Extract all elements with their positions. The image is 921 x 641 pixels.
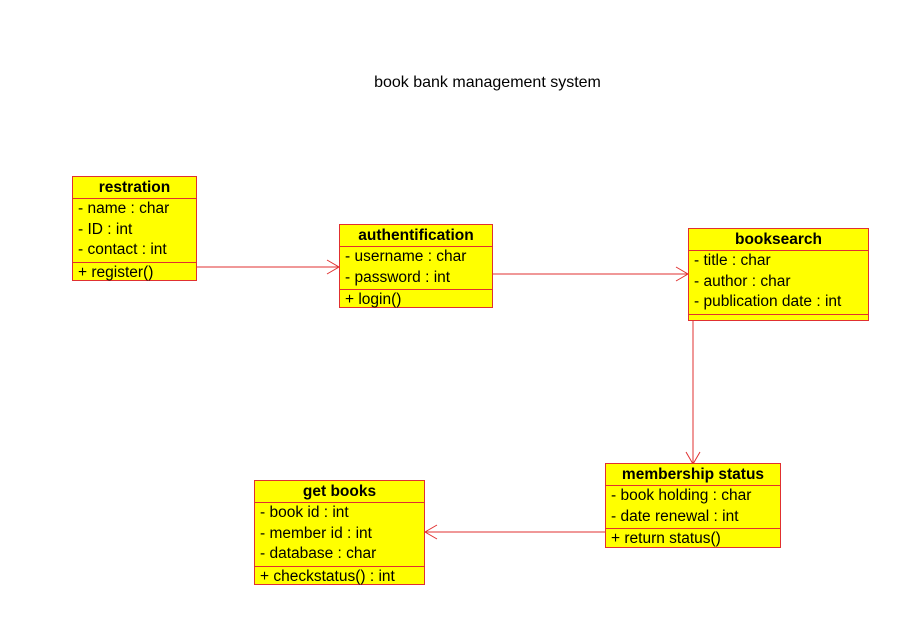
attribute: - database : char	[260, 545, 377, 562]
attribute: - member id : int	[260, 524, 372, 542]
attribute: - publication date : int	[694, 293, 842, 310]
attribute: - contact : int	[78, 241, 167, 258]
operation-list: + return status()	[606, 529, 780, 550]
operation-list: + login()	[340, 290, 492, 311]
operation-list: + checkstatus() : int	[255, 567, 424, 588]
operation-list: + register()	[73, 263, 196, 284]
attribute: - username : char	[345, 248, 467, 265]
attribute-list: - book holding : char - date renewal : i…	[606, 486, 780, 529]
class-name: membership status	[606, 464, 780, 486]
arrowhead-getbooks	[424, 524, 438, 540]
attribute: - title : char	[694, 252, 771, 269]
attribute-list: - book id : int - member id : int - data…	[255, 503, 424, 567]
class-membership-status[interactable]: membership status - book holding : char …	[605, 463, 781, 548]
diagram-title: book bank management system	[374, 74, 601, 91]
attribute: - password : int	[345, 268, 451, 286]
attribute: - ID : int	[78, 220, 133, 238]
operation: + register()	[78, 263, 154, 281]
attribute-list: - name : char - ID : int - contact : int	[73, 199, 196, 263]
attribute: - name : char	[78, 200, 170, 217]
attribute: - date renewal : int	[611, 507, 739, 525]
class-get-books[interactable]: get books - book id : int - member id : …	[254, 480, 425, 585]
class-name: get books	[255, 481, 424, 503]
attribute: - book holding : char	[611, 487, 752, 504]
attribute: - book id : int	[260, 504, 349, 521]
class-name: authentification	[340, 225, 492, 247]
attribute: - author : char	[694, 272, 791, 290]
operation-list	[689, 315, 868, 323]
class-restration[interactable]: restration - name : char - ID : int - co…	[72, 176, 197, 281]
operation: + checkstatus() : int	[260, 567, 395, 585]
attribute-list: - username : char - password : int	[340, 247, 492, 290]
class-booksearch[interactable]: booksearch - title : char - author : cha…	[688, 228, 869, 321]
operation: + login()	[345, 291, 402, 308]
attribute-list: - title : char - author : char - publica…	[689, 251, 868, 315]
class-authentification[interactable]: authentification - username : char - pas…	[339, 224, 493, 308]
class-name: booksearch	[689, 229, 868, 251]
operation: + return status()	[611, 530, 721, 547]
class-name: restration	[73, 177, 196, 199]
